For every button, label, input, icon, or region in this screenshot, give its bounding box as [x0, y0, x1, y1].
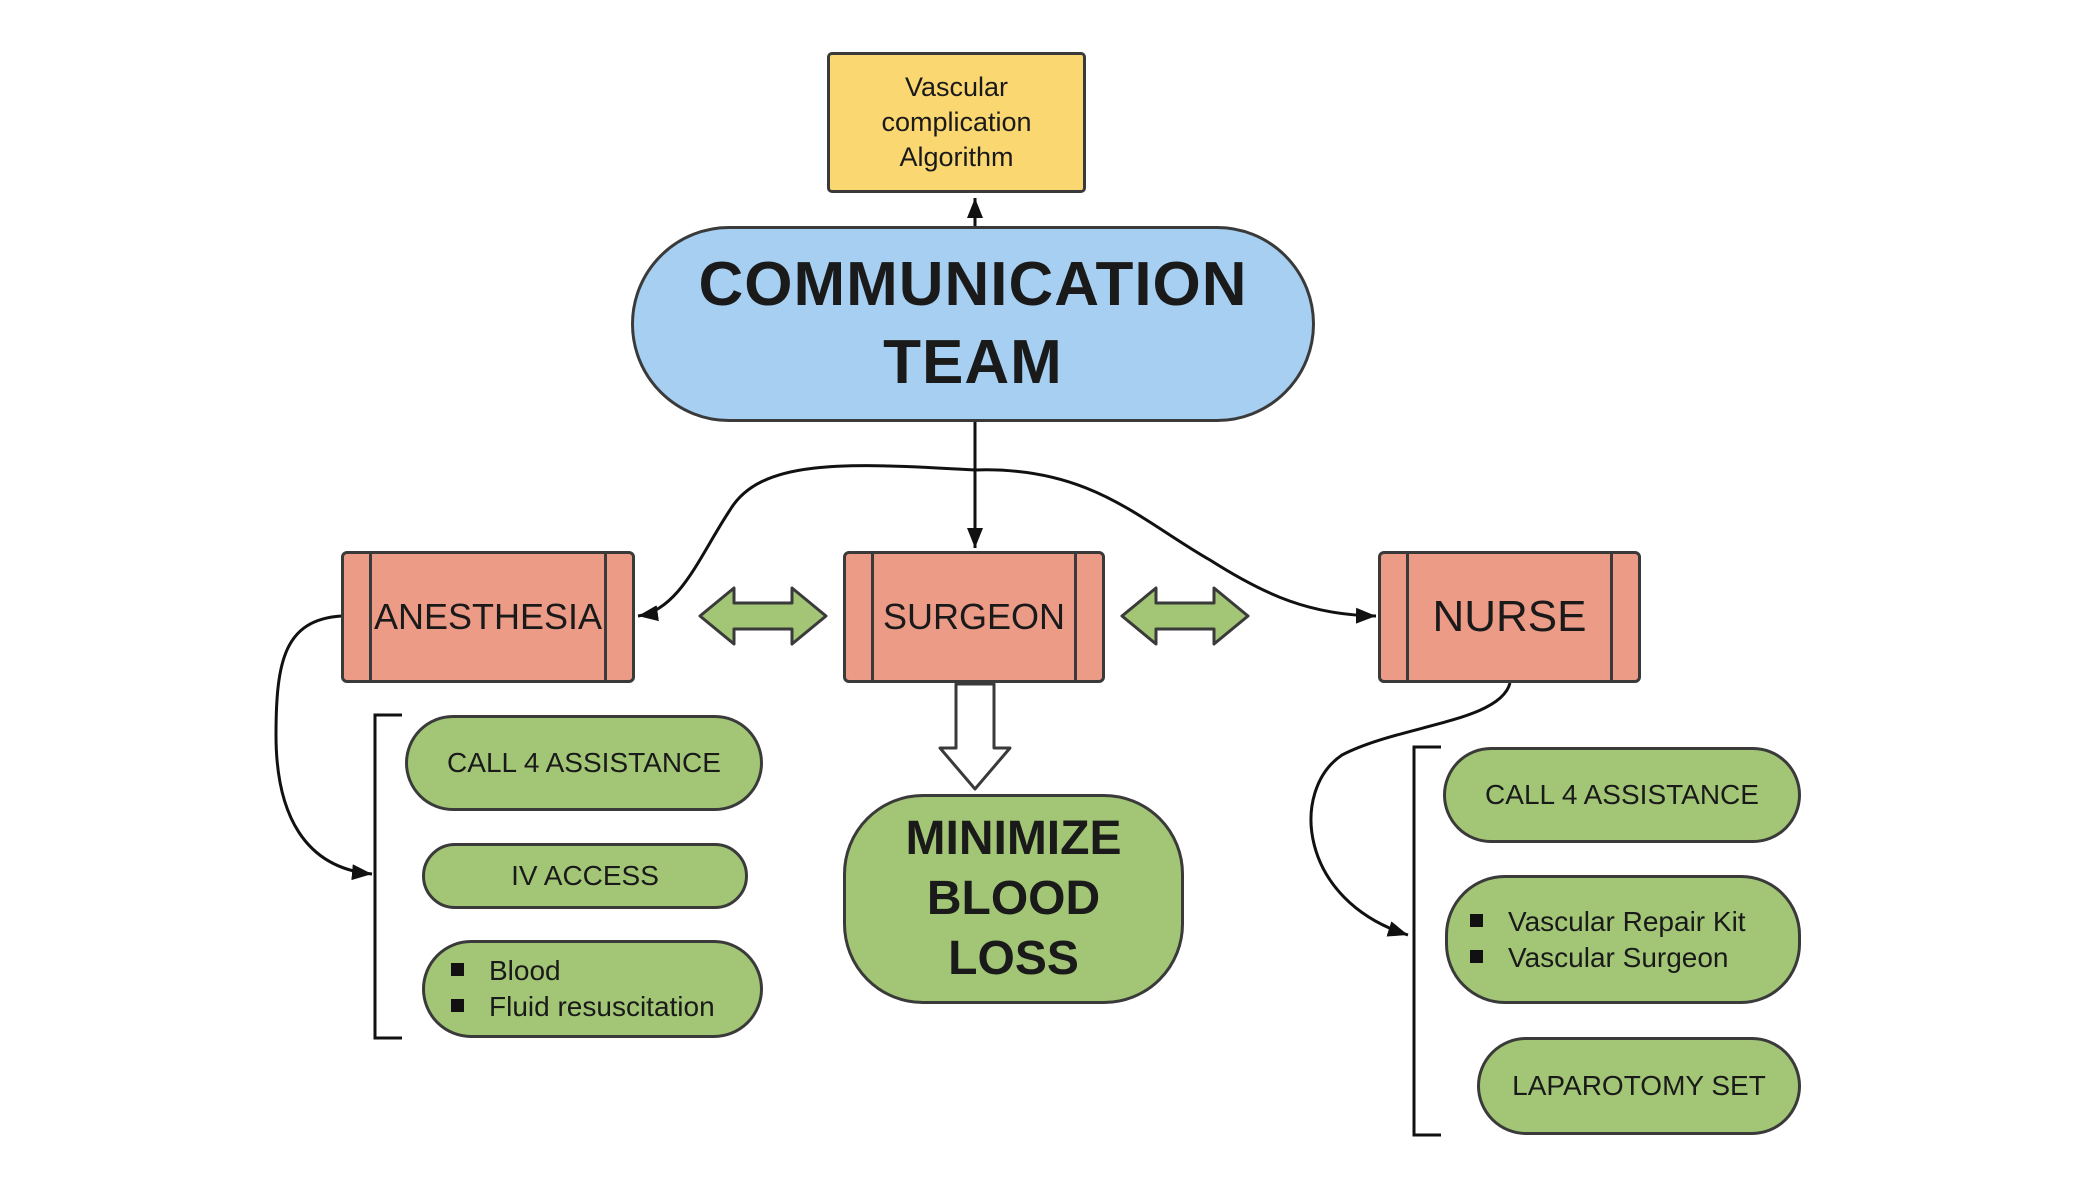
minimize-blood-loss-label: MINIMIZE BLOOD LOSS [905, 812, 1122, 985]
anesthesia-node: ANESTHESIA [341, 551, 635, 683]
nurse-laparotomy-set: LAPAROTOMY SET [1477, 1037, 1801, 1135]
communication-team-label: COMMUNICATION TEAM [698, 250, 1248, 397]
algorithm-line: complication [881, 107, 1032, 137]
nurse-node: NURSE [1378, 551, 1641, 683]
minimize-blood-loss-node: MINIMIZE BLOOD LOSS [843, 794, 1184, 1004]
iv-access-label: IV ACCESS [511, 860, 659, 891]
arrow-nurse-to-tasks [1309, 682, 1512, 937]
anesthesia-call-assistance: CALL 4 ASSISTANCE [405, 715, 763, 811]
list-item: Blood [449, 953, 715, 989]
nurse-call-label: CALL 4 ASSISTANCE [1485, 779, 1759, 810]
anesthesia-iv-access: IV ACCESS [422, 843, 748, 909]
double-arrow-surgeon-nurse [1120, 586, 1250, 646]
list-item: Fluid resuscitation [449, 989, 715, 1025]
arrow-to-anesthesia [637, 464, 976, 622]
nurse-vascular-items: Vascular Repair Kit Vascular Surgeon [1445, 875, 1801, 1004]
list-item: Vascular Repair Kit [1468, 904, 1746, 940]
list-item: Vascular Surgeon [1468, 940, 1746, 976]
resuscitation-list: Blood Fluid resuscitation [449, 953, 715, 1025]
nurse-call-assistance: CALL 4 ASSISTANCE [1443, 747, 1801, 843]
vascular-list: Vascular Repair Kit Vascular Surgeon [1468, 904, 1746, 976]
communication-team-node: COMMUNICATION TEAM [631, 226, 1315, 422]
double-arrow-anesthesia-surgeon [698, 586, 828, 646]
bracket-anesthesia [373, 713, 402, 1040]
block-arrow-down [938, 682, 1012, 791]
bracket-nurse [1412, 745, 1441, 1137]
anesthesia-call-label: CALL 4 ASSISTANCE [447, 747, 721, 778]
algorithm-line: Vascular [904, 72, 1009, 102]
anesthesia-resuscitation: Blood Fluid resuscitation [422, 940, 763, 1038]
arrow-anesthesia-to-tasks [274, 614, 373, 881]
surgeon-node: SURGEON [843, 551, 1105, 683]
algorithm-label: Vascular complication Algorithm [857, 70, 1057, 175]
algorithm-box: Vascular complication Algorithm [827, 52, 1086, 193]
surgeon-label: SURGEON [882, 596, 1066, 637]
laparotomy-label: LAPAROTOMY SET [1512, 1070, 1766, 1101]
nurse-label: NURSE [1432, 592, 1587, 641]
anesthesia-label: ANESTHESIA [373, 596, 603, 637]
arrow-to-nurse [974, 468, 1377, 624]
algorithm-line: Algorithm [899, 142, 1014, 172]
